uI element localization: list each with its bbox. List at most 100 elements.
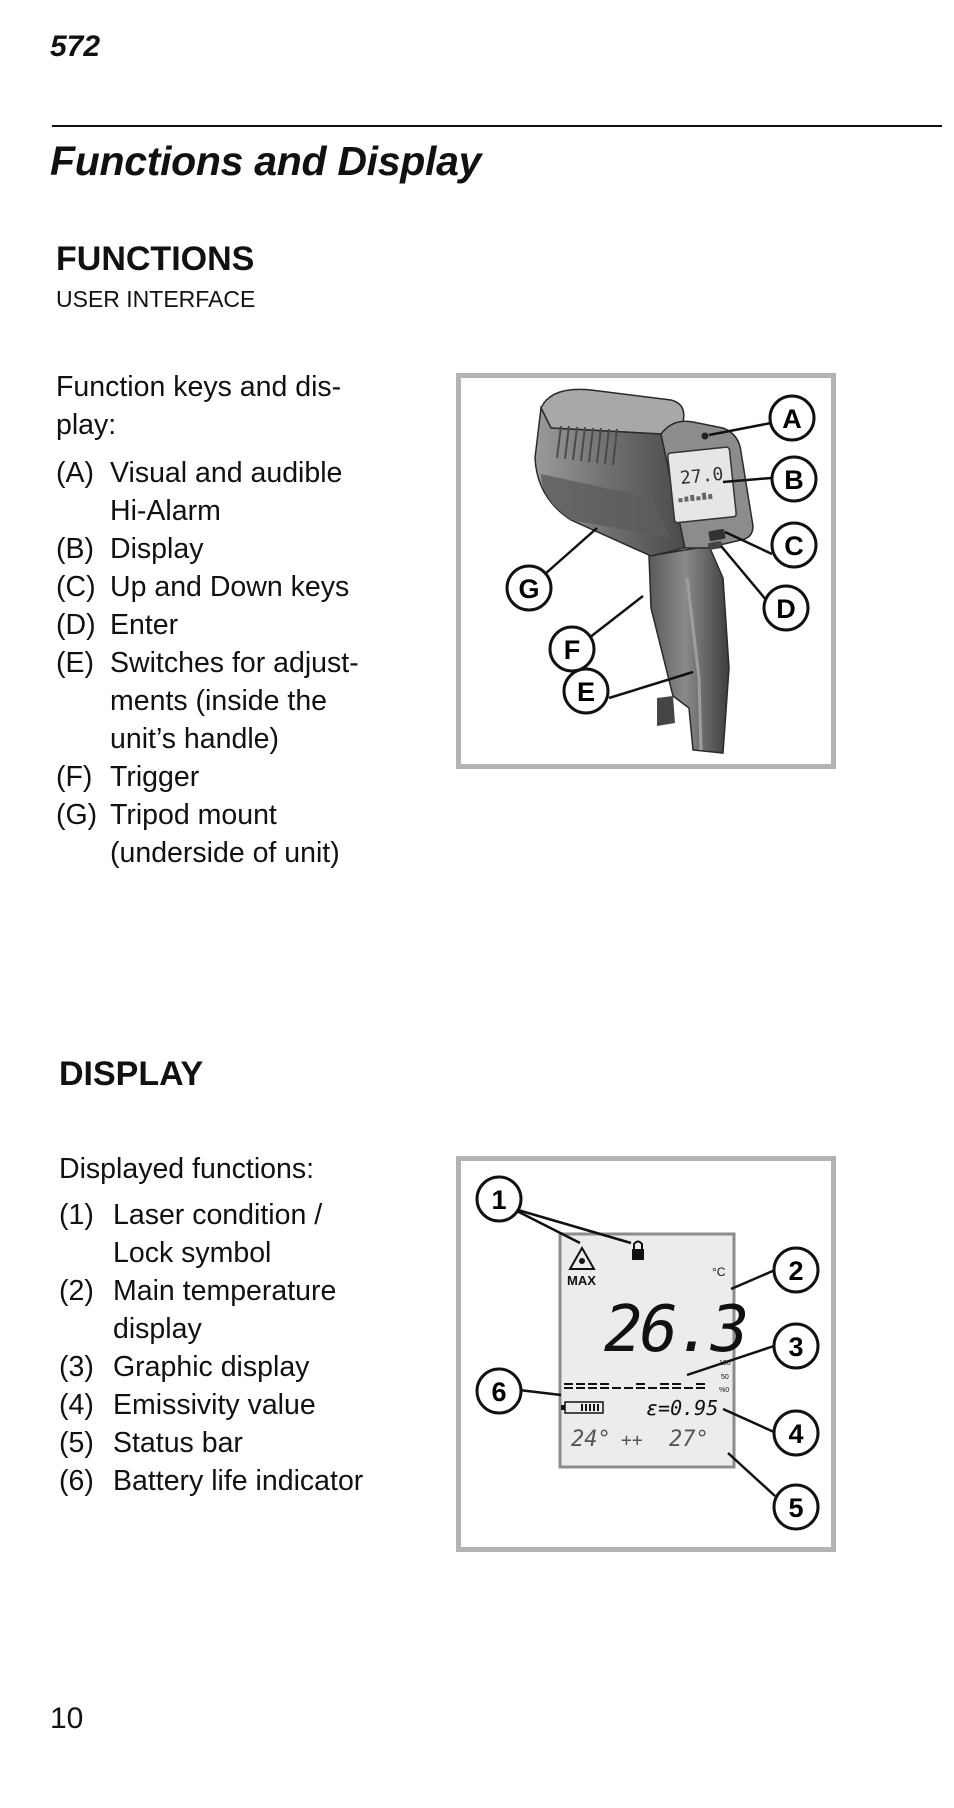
- functions-intro: Function keys and dis- play:: [56, 368, 341, 444]
- graphic-bargraph: [564, 1383, 705, 1389]
- max-label: MAX: [567, 1273, 596, 1288]
- lcd-value: 27.0: [679, 464, 724, 489]
- battery-icon: [561, 1401, 604, 1414]
- callout-leaders: [510, 1206, 776, 1497]
- item-key: (C): [56, 571, 96, 603]
- callout-G: G: [505, 564, 553, 612]
- handle-grip-line: [685, 577, 703, 751]
- item-key: (A): [56, 457, 94, 489]
- item-text: Display: [110, 533, 204, 565]
- callout-label: D: [776, 594, 796, 624]
- callout-D: D: [762, 584, 810, 632]
- display-intro: Displayed functions:: [59, 1153, 315, 1185]
- callout-E: E: [562, 667, 610, 715]
- callout-4: 4: [772, 1409, 820, 1457]
- unit-label: °C: [712, 1265, 726, 1279]
- header-rule: [52, 125, 942, 127]
- list-item: (G) Tripod mount (underside of unit): [56, 796, 416, 872]
- trigger-base: [657, 696, 675, 726]
- item-key: (1): [59, 1199, 94, 1231]
- callout-label: C: [784, 531, 804, 561]
- functions-subheading: USER INTERFACE: [56, 286, 256, 312]
- enter-key: [707, 541, 723, 550]
- callout-label: 4: [788, 1419, 803, 1449]
- item-text: (underside of unit): [110, 837, 340, 869]
- callout-label: 2: [788, 1256, 803, 1286]
- list-item: (5) Status bar: [59, 1424, 419, 1462]
- lcd-illustration: MAX °C 26.3 100 50 %0: [475, 1175, 820, 1531]
- item-key: (G): [56, 799, 98, 831]
- scale-mid: 50: [721, 1374, 729, 1381]
- item-key: (4): [59, 1389, 94, 1421]
- item-key: (5): [59, 1427, 94, 1459]
- status-right-value: 27°: [669, 1427, 709, 1452]
- emissivity-value: ε=0.95: [646, 1396, 718, 1420]
- intro-line: Function keys and dis-: [56, 371, 342, 403]
- list-item: (1)Laser condition /Lock symbol: [59, 1196, 419, 1272]
- list-item: (D) Enter: [56, 606, 416, 644]
- callout-label: E: [577, 677, 595, 707]
- callout-5: 5: [772, 1483, 820, 1531]
- laser-warning-icon: [568, 1245, 596, 1270]
- item-text: Graphic display: [113, 1351, 310, 1383]
- item-text: Tripod mount: [110, 799, 277, 831]
- item-key: (B): [56, 533, 94, 565]
- list-item: (4)Emissivity value: [59, 1386, 419, 1424]
- list-item: (3) Graphic display: [59, 1348, 419, 1386]
- vent-slots: [556, 425, 618, 466]
- item-key: (3): [59, 1351, 94, 1383]
- callout-label: A: [782, 404, 802, 434]
- up-down-keys: [708, 529, 726, 541]
- item-text: Enter: [110, 609, 179, 641]
- item-key: (E): [56, 647, 94, 679]
- callout-leaders: [544, 421, 773, 700]
- callout-C: C: [770, 521, 818, 569]
- list-item: (F)Trigger: [56, 758, 416, 796]
- handle-shape: [648, 545, 730, 754]
- lcd-bargraph: [678, 492, 713, 503]
- display-figure: MAX °C 26.3 100 50 %0: [456, 1156, 836, 1552]
- functions-heading: FUNCTIONS: [56, 240, 255, 278]
- callout-A: A: [768, 394, 816, 442]
- callout-F: F: [548, 625, 596, 673]
- callout-label: 3: [788, 1332, 803, 1362]
- callout-label: 5: [788, 1493, 803, 1523]
- item-text: Trigger: [110, 761, 200, 793]
- body-lower-shadow: [541, 474, 671, 538]
- item-text: Up and Down keys: [110, 571, 350, 603]
- item-key: (D): [56, 609, 96, 641]
- list-item: (E)Switches for adjust-ments (inside the…: [56, 644, 416, 758]
- list-item: (6)Battery life indicator: [59, 1462, 419, 1500]
- alarm-led: [701, 432, 709, 440]
- thermometer-illustration: 27.0 A B C D E F G: [505, 388, 818, 754]
- thermometer-figure: 27.0 A B C D E F G: [456, 373, 836, 769]
- callout-label: B: [784, 465, 804, 495]
- callout-label: 1: [491, 1185, 506, 1215]
- item-text: Hi-Alarm: [110, 495, 221, 527]
- callout-label: G: [518, 574, 539, 604]
- callout-label: F: [564, 635, 581, 665]
- model-number: 572: [50, 30, 101, 63]
- item-text: Visual and audible: [110, 457, 343, 489]
- item-text: Switches for adjust-: [110, 647, 359, 679]
- item-text: Battery life indicator: [113, 1465, 364, 1497]
- display-function-list: (1)Laser condition /Lock symbol (2)Main …: [59, 1196, 419, 1500]
- item-text: Lock symbol: [113, 1237, 272, 1269]
- item-text: unit’s handle): [110, 723, 280, 755]
- status-arrows: ++: [621, 1430, 643, 1451]
- display-heading: DISPLAY: [59, 1055, 204, 1093]
- callout-label: 6: [491, 1377, 506, 1407]
- list-item: (C) Up and Down keys: [56, 568, 416, 606]
- callout-2: 2: [772, 1246, 820, 1294]
- body-top: [540, 388, 685, 435]
- intro-line: play:: [56, 409, 117, 441]
- callout-B: B: [770, 455, 818, 503]
- page-number: 10: [50, 1702, 84, 1735]
- callout-3: 3: [772, 1322, 820, 1370]
- callout-1: 1: [475, 1175, 523, 1223]
- main-temperature-value: 26.3: [604, 1293, 746, 1367]
- list-item: (B) Display: [56, 530, 416, 568]
- item-text: Status bar: [113, 1427, 243, 1459]
- callout-6: 6: [475, 1367, 523, 1415]
